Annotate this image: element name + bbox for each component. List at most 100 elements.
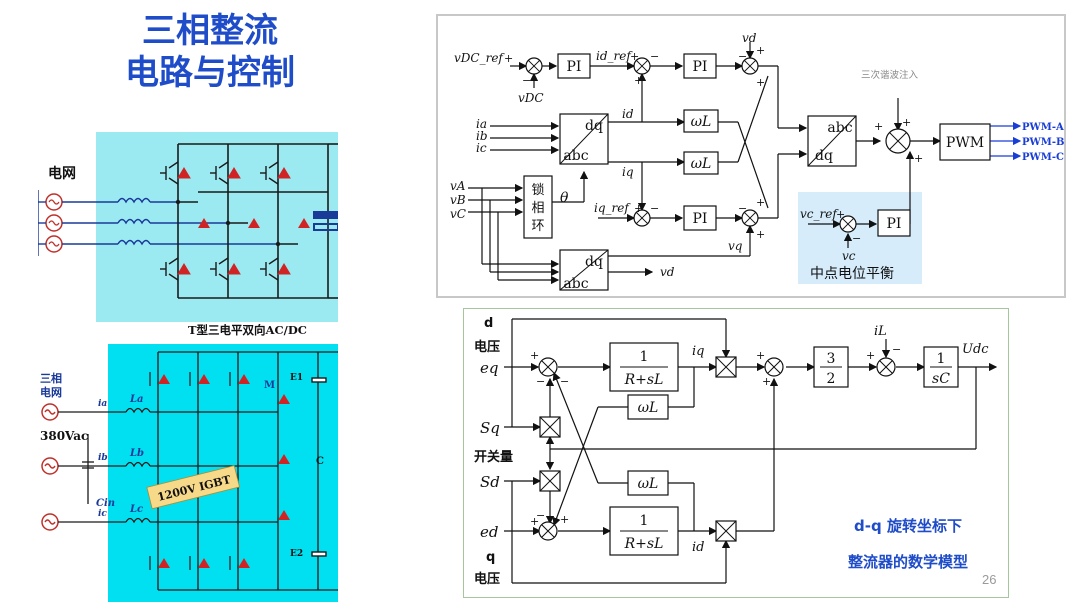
slide-title: 三相整流 电路与控制 [80,10,340,94]
dq-label-3: dq [815,148,833,164]
vdc-label: vDC [518,91,544,105]
svg-text:+: + [634,74,643,87]
svg-text:−: − [738,202,747,215]
iq-label: iq [622,165,634,179]
svg-text:+: + [836,208,845,221]
vc-in-label: vC [450,207,466,221]
svg-text:+: + [902,116,911,129]
pll-char-2: 相 [531,201,544,216]
svg-text:+: + [560,513,569,526]
d-label: d [484,316,493,331]
svg-text:−: − [560,375,569,388]
tf-den-q: R+sL [624,536,664,552]
pwm-a-label: PWM-A [1022,122,1064,133]
np-balance-area [798,192,922,284]
pi-label-4: PI [887,216,902,232]
il-label: iL [874,324,887,339]
pi-block-iq [683,205,717,231]
node-m: M [264,380,275,391]
theta-label: θ [560,190,569,206]
harmonic-label: 三次谐波注入 [861,69,919,81]
current-ib: ib [98,453,108,463]
grid-label-2: 电网 [40,385,62,399]
dq-wires [468,42,942,285]
dq-control-diagram: PI PI PI PI dq abc dq abc abc dq ωL ωL P… [436,14,1066,298]
pwm-label: PWM [946,135,984,151]
vb-label: vB [450,193,466,207]
tnpc-caption: T型三电平双向AC/DC [188,323,307,336]
cap-cin: Cin [96,498,115,509]
dc-link [328,143,338,299]
cap-num: 1 [937,351,946,367]
title-line-1: 三相整流 [142,11,278,51]
q-voltage-label: 电压 [474,571,500,587]
svg-text:−: − [650,202,659,215]
model-caption-2: 整流器的数学模型 [848,553,968,571]
dq-sum-crosses [527,59,907,231]
pll-char-3: 环 [531,219,544,234]
wl-label-2: ωL [691,156,712,172]
vc-label: vc [842,249,856,263]
svg-text:−: − [536,509,545,522]
igbt-wiring [58,351,338,591]
vq-label: vq [728,239,743,253]
pll-char-1: 锁 [531,182,544,198]
svg-text:+: + [756,44,765,57]
svg-text:+: + [756,76,765,89]
page-number: 26 [982,572,997,587]
iq-ref-label: iq_ref [594,201,631,215]
pll-block [523,175,553,239]
wl-label-1: ωL [691,114,712,130]
pwm-block [939,123,991,161]
wl-block-1 [683,109,719,133]
abc-label-3: abc [827,120,852,136]
svg-text:+: + [530,515,539,528]
svg-text:+: + [874,120,883,133]
wl-block-2 [683,151,719,175]
wl-block-q [627,470,669,496]
sd-label: Sd [480,473,500,491]
id-label: id [622,107,634,121]
svg-text:+: + [634,202,643,215]
cap-e1: E1 [290,373,303,383]
dq-model-diagram: 1 R+sL 1 R+sL ωL ωL 3 2 1 sC iq id iL Ud… [463,308,1009,598]
svg-text:+: + [756,228,765,241]
svg-text:−: − [522,74,531,87]
q-label: q [486,550,495,565]
dq-label-2: dq [585,254,603,270]
pi-label-3: PI [693,211,708,227]
cap-e2: E2 [290,549,303,559]
id-ref-label: id_ref [596,49,633,63]
svg-text:−: − [650,50,659,63]
title-line-2: 电路与控制 [125,53,295,93]
tnpc-cyan-area [96,132,338,322]
svg-text:−: − [738,50,747,63]
dq-label-1: dq [585,118,603,134]
vdc-ref-label: vDC_ref [454,51,505,65]
ia-label: ia [476,117,487,131]
vc-ref-label: vc_ref [800,207,839,221]
pi-block-id [683,53,717,79]
igbt-circuit-figure: 三相 电网 380Vac [38,344,338,602]
inductor-lc: Lc [129,504,143,515]
va-label: vA [450,179,466,193]
voltage-label: 380Vac [40,429,88,443]
pi-label-1: PI [567,59,582,75]
abc-label-1: abc [563,148,588,164]
svg-text:+: + [762,375,771,388]
svg-text:−: − [852,232,861,245]
vd-out-label: vd [660,265,675,279]
eq-label: eq [480,359,498,377]
grid-label: 电网 [48,165,76,182]
iq-out-label: iq [692,344,704,359]
ic-label: ic [476,141,487,155]
pi-block-voltage [557,53,591,79]
wl-label-d: ωL [638,400,659,416]
svg-text:+: + [630,50,639,63]
gain-den: 2 [827,371,836,387]
udc-label: Udc [962,342,989,357]
pi-block-np [877,209,911,237]
ib-label: ib [476,129,488,143]
tf-den-d: R+sL [624,372,664,388]
svg-text:+: + [756,196,765,209]
